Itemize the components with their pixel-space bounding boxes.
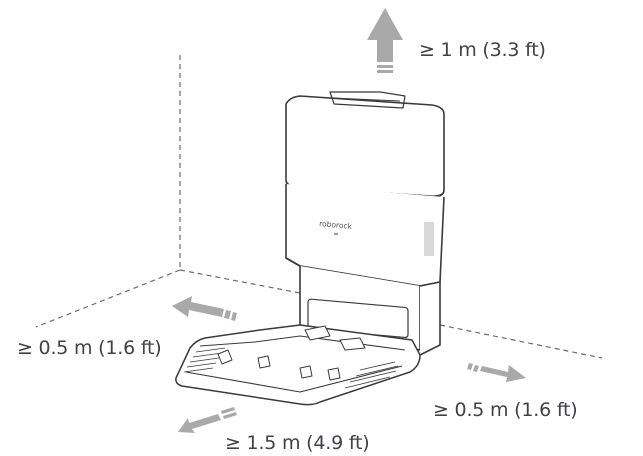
brand-logo: roborock <box>319 219 353 231</box>
arrow-up-icon <box>367 8 403 73</box>
dock-ramp <box>175 324 421 406</box>
arrow-left-icon <box>172 296 237 321</box>
arrow-front-icon <box>178 407 237 433</box>
room-guide-lines <box>35 55 603 359</box>
clearance-front-label: ≥ 1.5 m (4.9 ft) <box>225 432 370 454</box>
clearance-top-label: ≥ 1 m (3.3 ft) <box>419 39 546 61</box>
clearance-left-label: ≥ 0.5 m (1.6 ft) <box>17 337 162 359</box>
docking-station <box>285 91 445 356</box>
vent-grille <box>424 222 434 256</box>
arrow-right-icon <box>467 363 526 382</box>
clearance-right-label: ≥ 0.5 m (1.6 ft) <box>433 399 578 421</box>
